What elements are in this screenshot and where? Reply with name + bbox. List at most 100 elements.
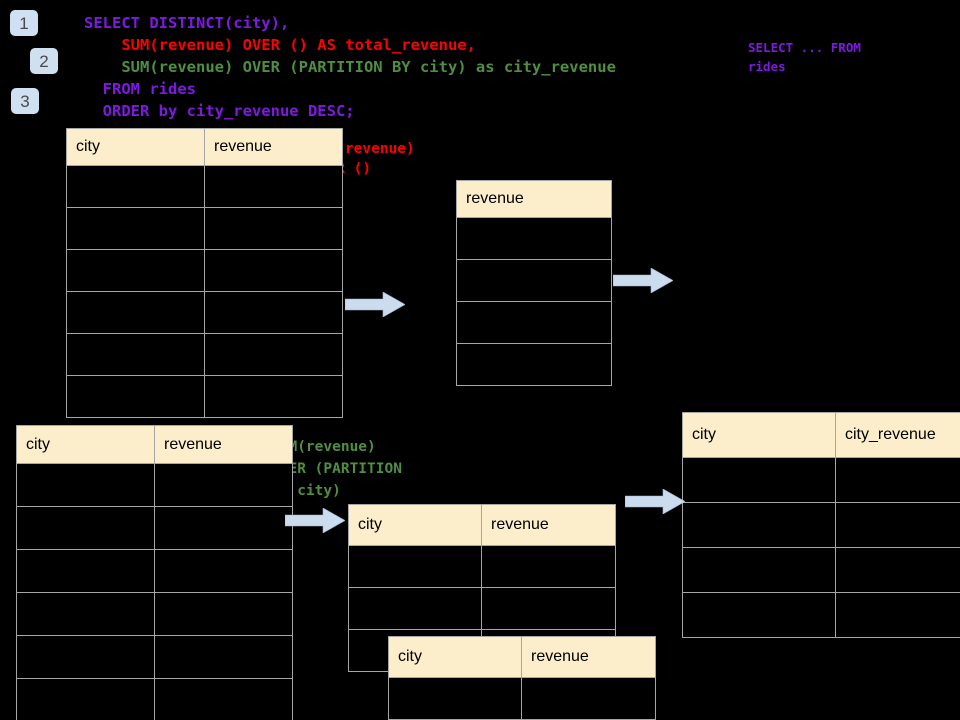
column-header-city: city — [16, 425, 155, 464]
column-header-revenue: revenue — [204, 128, 343, 166]
column-header-city-revenue: city_revenue — [835, 412, 960, 458]
table-row — [456, 343, 612, 386]
table-row — [16, 635, 293, 679]
column-header-city: city — [66, 128, 205, 166]
sql-side-note: SELECT ... FROM rides — [748, 40, 861, 74]
step-badge-1: 1 — [10, 10, 38, 36]
table-cell — [66, 375, 205, 418]
table-header-row: city revenue — [16, 425, 293, 464]
table-row — [456, 259, 612, 302]
table-cell — [348, 545, 482, 588]
table-cell — [682, 457, 836, 503]
sql-line-3: SUM(revenue) OVER (PARTITION BY city) as… — [84, 58, 616, 76]
table-cell — [835, 502, 960, 548]
column-header-revenue: revenue — [456, 180, 612, 218]
table-cell — [204, 291, 343, 334]
table-cell — [348, 587, 482, 630]
table-row — [66, 249, 343, 292]
table-row — [682, 457, 960, 503]
table-cell — [154, 506, 293, 550]
table-row — [682, 592, 960, 638]
table-cell — [154, 635, 293, 679]
sql-line-1: SELECT DISTINCT(city), — [84, 14, 290, 32]
table-cell — [16, 635, 155, 679]
table-cell — [835, 457, 960, 503]
column-header-city: city — [388, 636, 522, 678]
table-row — [66, 375, 343, 418]
table-cell — [204, 207, 343, 250]
table-cell — [456, 343, 612, 386]
table-cell — [521, 677, 656, 720]
column-header-city: city — [348, 504, 482, 546]
table-cell — [481, 587, 616, 630]
column-header-city: city — [682, 412, 836, 458]
table-cell — [682, 547, 836, 593]
column-header-revenue: revenue — [481, 504, 616, 546]
table-cell — [456, 301, 612, 344]
table-row — [456, 301, 612, 344]
table-cell — [154, 678, 293, 720]
table-header-row: revenue — [456, 180, 612, 218]
table-header-row: city revenue — [388, 636, 656, 678]
table-partition-front: city revenue — [388, 636, 656, 720]
table-cell — [456, 217, 612, 260]
table-cell — [154, 592, 293, 636]
table-row — [682, 502, 960, 548]
table-cell — [204, 375, 343, 418]
table-source-top: city revenue — [66, 128, 343, 418]
table-header-row: city city_revenue — [682, 412, 960, 458]
sql-line-5: ORDER by city_revenue DESC; — [84, 102, 355, 120]
table-cell — [154, 463, 293, 507]
table-cell — [66, 333, 205, 376]
table-cell — [154, 549, 293, 593]
column-header-revenue: revenue — [521, 636, 656, 678]
table-cell — [456, 259, 612, 302]
table-cell — [835, 547, 960, 593]
table-row — [66, 165, 343, 208]
table-row — [456, 217, 612, 260]
table-cell — [835, 592, 960, 638]
table-source-bottom: city revenue — [16, 425, 293, 720]
table-header-row: city revenue — [348, 504, 616, 546]
arrow-right-icon-top-right — [613, 268, 673, 293]
table-row — [66, 333, 343, 376]
table-cell — [204, 249, 343, 292]
table-row — [682, 547, 960, 593]
sql-line-2: SUM(revenue) OVER () AS total_revenue, — [84, 36, 476, 54]
table-cell — [16, 678, 155, 720]
table-row — [16, 506, 293, 550]
table-cell — [16, 592, 155, 636]
table-cell — [682, 502, 836, 548]
table-row — [16, 592, 293, 636]
table-cell — [66, 165, 205, 208]
table-cell — [66, 207, 205, 250]
table-row — [348, 587, 616, 630]
table-cell — [16, 549, 155, 593]
column-header-revenue: revenue — [154, 425, 293, 464]
table-row — [348, 545, 616, 588]
table-row — [16, 678, 293, 720]
arrow-right-icon-top-left — [345, 292, 405, 317]
table-row — [16, 463, 293, 507]
table-cell — [481, 545, 616, 588]
step-badge-2: 2 — [30, 48, 58, 74]
table-cell — [682, 592, 836, 638]
table-row — [16, 549, 293, 593]
table-cell — [66, 291, 205, 334]
table-cell — [16, 506, 155, 550]
arrow-right-icon-bottom-right — [625, 489, 685, 514]
sql-line-4: FROM rides — [84, 80, 196, 98]
table-row — [388, 677, 656, 720]
table-cell — [66, 249, 205, 292]
table-header-row: city revenue — [66, 128, 343, 166]
arrow-right-icon-bottom-left — [285, 508, 345, 533]
table-total-revenue: revenue — [456, 180, 612, 386]
table-cell — [388, 677, 522, 720]
table-cell — [204, 333, 343, 376]
step-badge-3: 3 — [11, 88, 39, 114]
sql-query-block: SELECT DISTINCT(city), SUM(revenue) OVER… — [84, 12, 616, 122]
table-result: city city_revenue — [682, 412, 960, 638]
table-row — [66, 207, 343, 250]
table-cell — [204, 165, 343, 208]
